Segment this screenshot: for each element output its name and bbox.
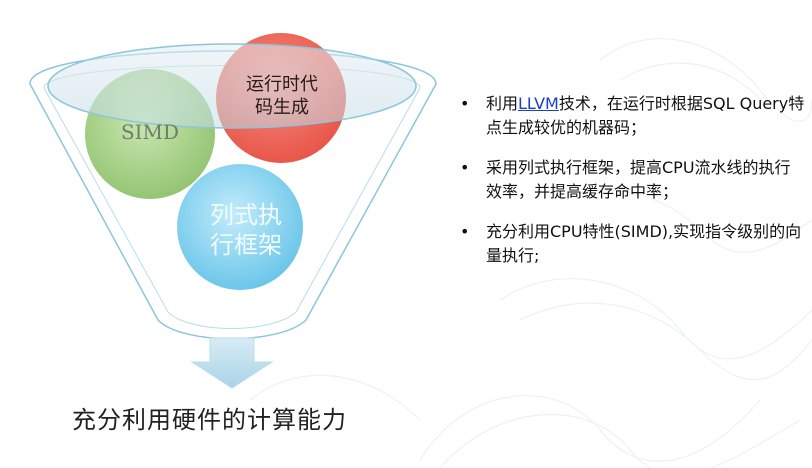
- bullet-text-suffix: 技术，在运行时根据SQL Query特点生成较优的机器码；: [486, 94, 805, 137]
- bullet-item-simd: • 充分利用CPU特性(SIMD),实现指令级别的向量执行;: [460, 220, 806, 268]
- bullet-text: 采用列式执行框架，提高CPU流水线的执行效率，并提高缓存命中率；: [486, 158, 791, 201]
- bullet-dot-icon: •: [460, 94, 470, 113]
- circle-label-columnar: 列式执 行框架: [186, 200, 306, 260]
- bullet-list: • 利用LLVM技术，在运行时根据SQL Query特点生成较优的机器码； • …: [460, 92, 806, 284]
- funnel-rim: [47, 43, 417, 129]
- circle-label-line: SIMD: [120, 120, 180, 144]
- bullet-text: 充分利用CPU特性(SIMD),实现指令级别的向量执行;: [486, 222, 802, 265]
- circle-label-line: 列式执: [210, 201, 282, 229]
- circle-label-codegen: 运行时代 码生成: [222, 74, 342, 119]
- circle-label-line: 码生成: [255, 96, 309, 118]
- bullet-dot-icon: •: [460, 158, 470, 177]
- bullet-item-llvm: • 利用LLVM技术，在运行时根据SQL Query特点生成较优的机器码；: [460, 92, 806, 140]
- circle-label-line: 行框架: [210, 231, 282, 259]
- caption-text: 充分利用硬件的计算能力: [72, 406, 347, 434]
- circle-label-simd: SIMD: [100, 120, 200, 145]
- down-arrow-icon: [190, 337, 274, 389]
- bullet-item-columnar: • 采用列式执行框架，提高CPU流水线的执行效率，并提高缓存命中率；: [460, 156, 806, 204]
- bullet-text-prefix: 利用: [486, 94, 519, 113]
- circle-columnar: [177, 164, 303, 290]
- llvm-link[interactable]: LLVM: [518, 94, 559, 113]
- circle-label-line: 运行时代: [246, 74, 318, 95]
- bullet-dot-icon: •: [460, 222, 470, 241]
